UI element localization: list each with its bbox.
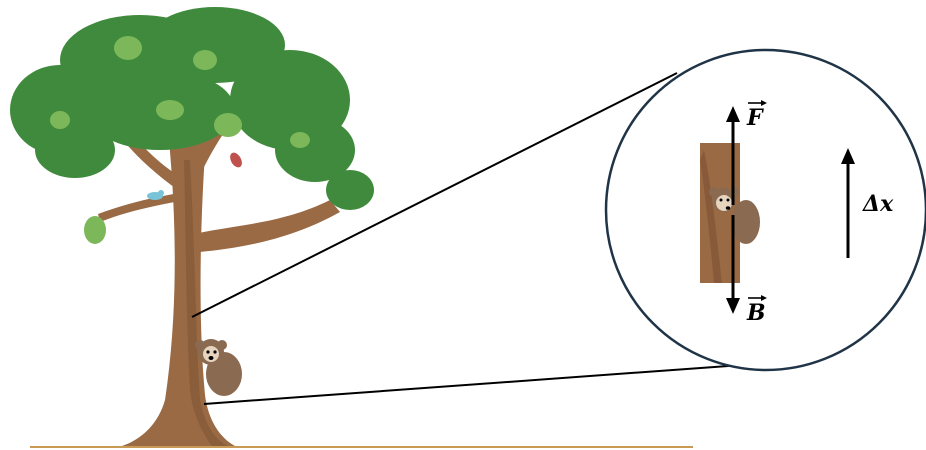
foliage-highlight bbox=[290, 132, 310, 148]
tree-trunk bbox=[122, 130, 235, 446]
force-label-b: B bbox=[746, 295, 767, 326]
force-label-f-text: F bbox=[746, 105, 764, 131]
foliage-highlight bbox=[156, 100, 184, 120]
foliage bbox=[326, 170, 374, 210]
foliage-highlight bbox=[193, 50, 217, 70]
zoom-line-bottom bbox=[204, 365, 742, 404]
force-label-b-text: B bbox=[746, 300, 766, 326]
red-bird-illustration bbox=[228, 151, 245, 170]
tree-branch-small bbox=[98, 192, 186, 222]
foliage-highlight bbox=[50, 111, 70, 129]
displacement-label: Δx bbox=[862, 191, 894, 217]
tree-illustration bbox=[10, 7, 374, 446]
foliage-highlight bbox=[114, 36, 142, 60]
foliage-highlight bbox=[214, 113, 242, 137]
zoom-circle: F B Δx bbox=[606, 50, 926, 370]
foliage-highlight bbox=[84, 216, 106, 244]
foliage bbox=[35, 122, 115, 178]
tree-branch-right bbox=[190, 200, 340, 252]
